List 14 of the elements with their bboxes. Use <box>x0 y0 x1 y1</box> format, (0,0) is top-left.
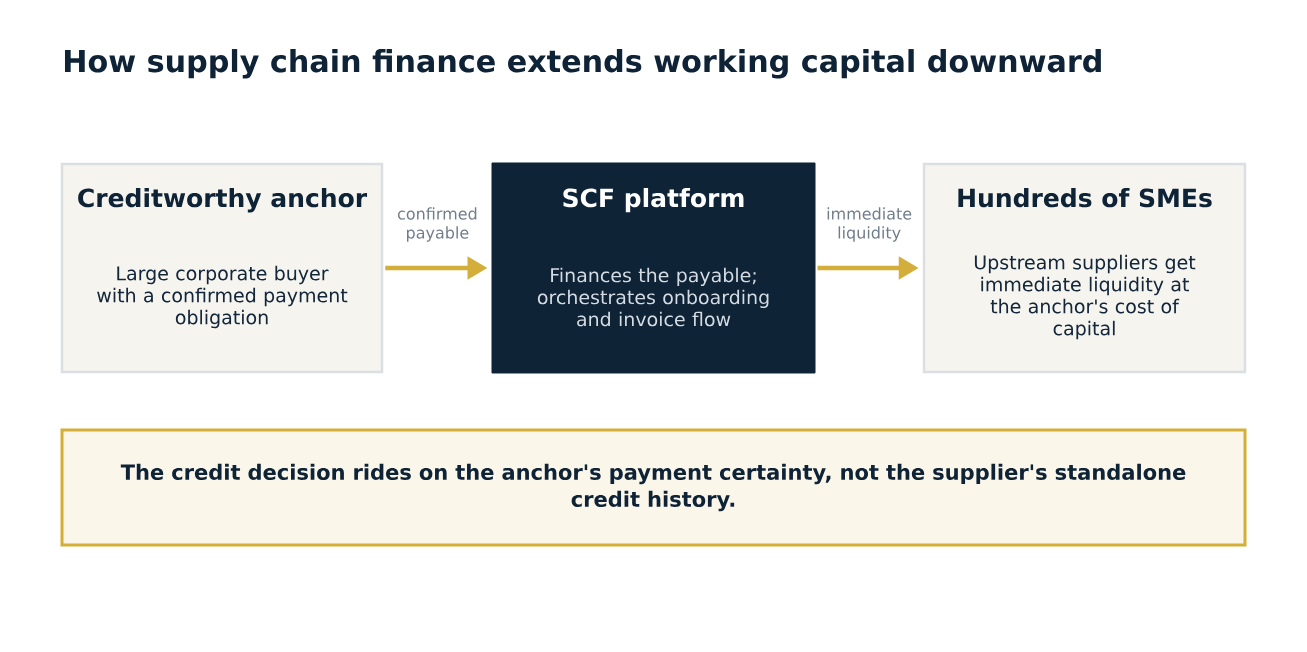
process-box <box>60 162 384 374</box>
box-text: Large corporate buyer with a confirmed payment obligation <box>97 265 348 329</box>
title: How supply chain finance extends working capital downward <box>65 49 1101 79</box>
note-text: The credit decision rides on the anchor's payment certainty, not the supplier's standalone credit history. <box>120 463 1186 512</box>
edge-label: confirmed payable <box>385 205 490 244</box>
box-heading: Creditworthy anchor <box>78 188 368 213</box>
edge-label: immediate liquidity <box>817 205 922 244</box>
callout-box <box>60 428 1247 547</box>
box-text: Finances the payable; orchestrates onboarding and invoice flow <box>537 267 769 327</box>
box-text: Upstream suppliers get immediate liquidity at the anchor's cost of capital <box>974 254 1196 340</box>
process-box <box>491 162 816 374</box>
box-heading: SCF platform <box>563 188 744 213</box>
box-heading: Hundreds of SMEs <box>958 188 1212 208</box>
process-box <box>922 162 1247 374</box>
